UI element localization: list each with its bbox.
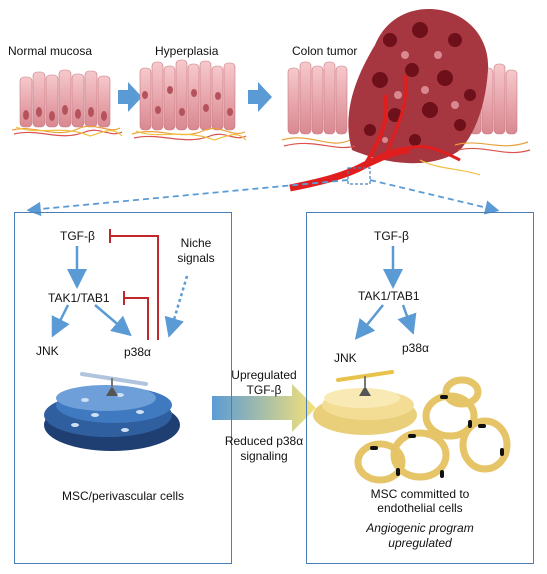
right-note: Angiogenic program upregulated	[306, 521, 534, 551]
stage-label-normal: Normal mucosa	[8, 44, 93, 58]
left-niche-label: Niche signals	[170, 236, 222, 266]
left-niche-line1: Niche	[180, 236, 212, 250]
left-jnk-label: JNK	[36, 344, 59, 358]
zoom-line-right	[369, 179, 500, 215]
left-tgf-label: TGF-β	[60, 229, 95, 243]
right-tak-label: TAK1/TAB1	[358, 289, 420, 303]
right-caption-line2: endothelial cells	[377, 501, 463, 515]
stage-label-tumor: Colon tumor	[292, 44, 358, 58]
stage-label-hyperplasia: Hyperplasia	[155, 44, 219, 58]
upregulated-line2: TGF-β	[246, 383, 282, 397]
left-pathway	[51, 229, 189, 340]
right-panel	[306, 212, 534, 564]
right-caption-line1: MSC committed to	[370, 487, 470, 501]
normal-mucosa-illustration	[11, 69, 123, 137]
right-tgf-label: TGF-β	[374, 229, 409, 243]
left-p38-label: p38α	[124, 345, 151, 359]
upregulated-line1: Upregulated	[231, 368, 297, 382]
right-note-line1: Angiogenic program	[366, 521, 474, 535]
right-p38-label: p38α	[402, 341, 429, 355]
right-caption: MSC committed to endothelial cells	[306, 487, 534, 515]
right-note-line2: upregulated	[388, 536, 452, 550]
right-jnk-label: JNK	[334, 351, 357, 365]
transition-arrow	[212, 384, 316, 432]
reduced-line1: Reduced p38α	[224, 434, 304, 448]
upregulated-label: Upregulated TGF-β	[212, 368, 316, 398]
progression-arrow-2	[248, 82, 272, 112]
msc-cells-illustration	[44, 372, 180, 451]
endothelial-cells-illustration	[313, 370, 511, 484]
reduced-label: Reduced p38α signaling	[212, 434, 316, 464]
right-pathway	[354, 246, 417, 340]
reduced-line2: signaling	[240, 449, 288, 463]
progression-arrow-1	[118, 82, 142, 112]
zoom-line-left	[26, 179, 349, 217]
left-niche-line2: signals	[177, 251, 215, 265]
colon-tumor-illustration	[281, 9, 531, 192]
left-tak-label: TAK1/TAB1	[48, 291, 110, 305]
hyperplasia-illustration	[131, 59, 247, 141]
left-panel	[14, 212, 232, 564]
left-caption: MSC/perivascular cells	[61, 489, 185, 503]
